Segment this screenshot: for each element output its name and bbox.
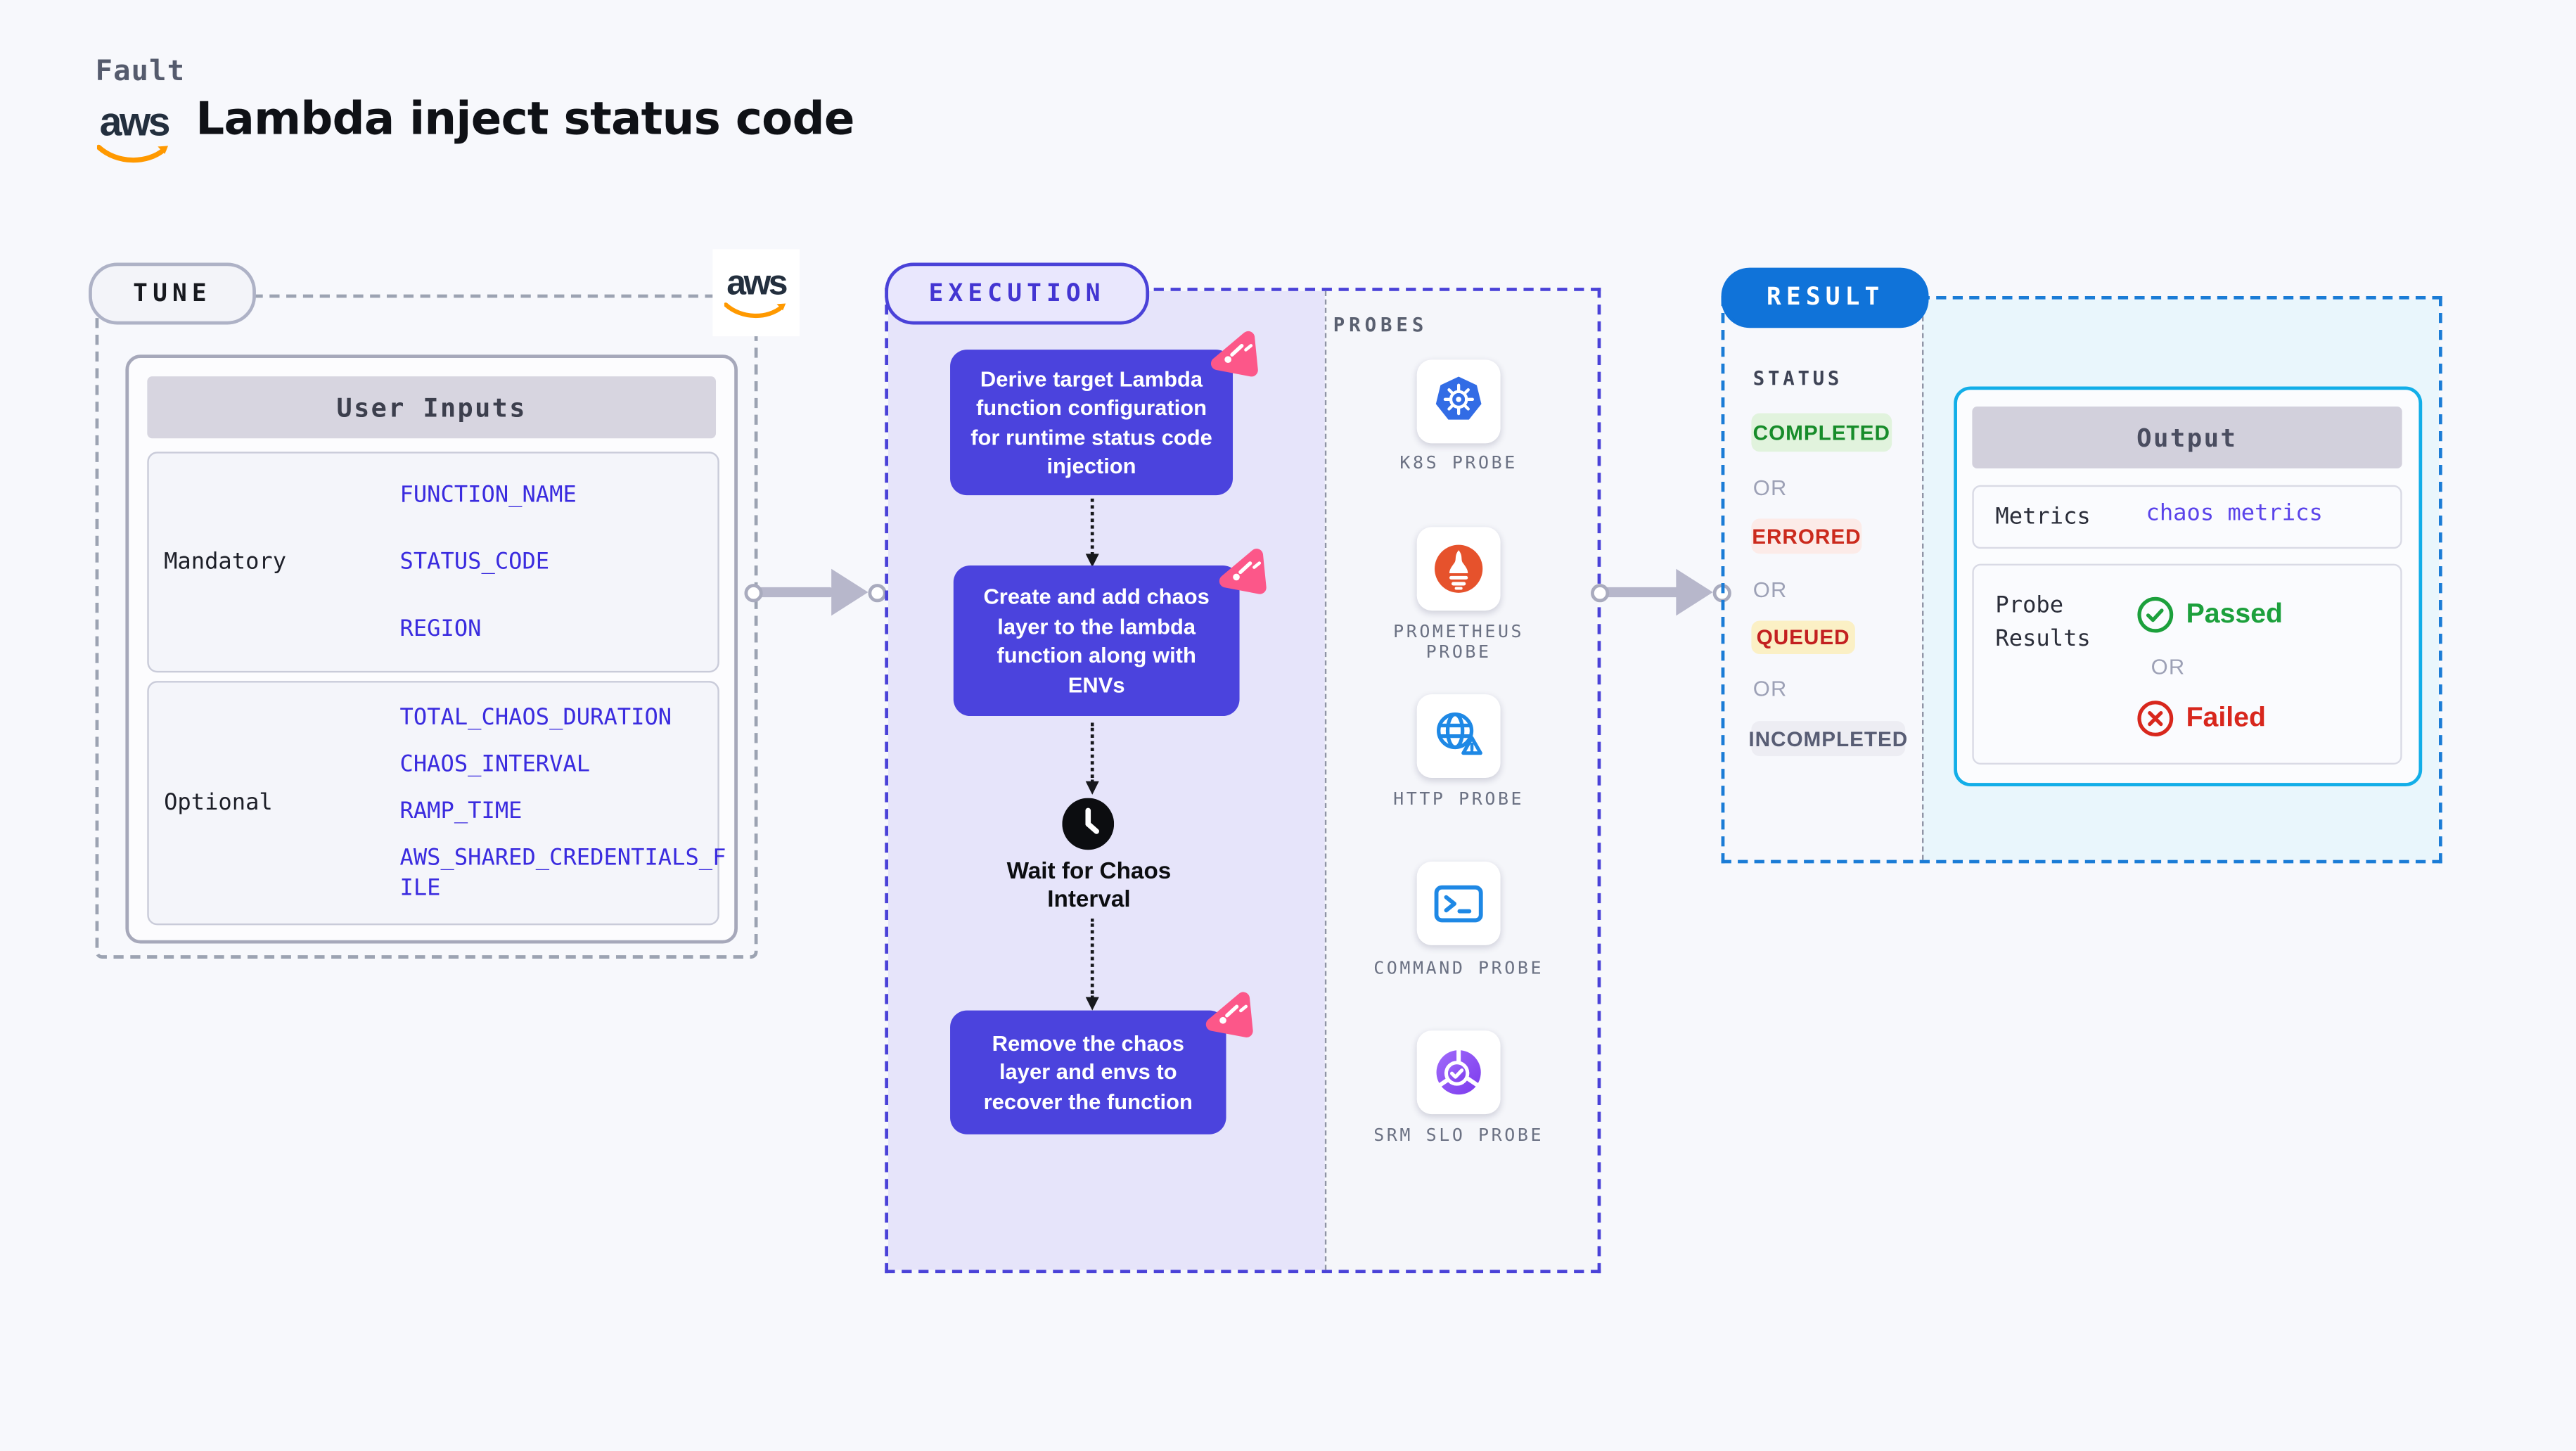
aws-swoosh-icon	[96, 144, 169, 163]
http-icon	[1437, 712, 1482, 755]
aws-logo-header: aws	[92, 103, 176, 165]
step-text: Derive target Lambda function configurat…	[970, 365, 1212, 479]
mandatory-label: Mandatory	[164, 549, 287, 576]
probe-label-command: COMMAND PROBE	[1373, 957, 1544, 978]
probe-results-row: Probe Results Passed OR Failed	[1972, 564, 2402, 765]
env-var: REGION	[399, 615, 482, 643]
or-separator: OR	[1752, 675, 1788, 701]
chaos-ribbon-icon	[1210, 331, 1258, 377]
badge-label: INCOMPLETED	[1748, 727, 1909, 750]
metrics-value: chaos metrics	[2146, 500, 2323, 528]
check-circle-icon	[2137, 597, 2173, 633]
status-badge-errored: ERRORED	[1751, 518, 1862, 554]
env-var: RAMP_TIME	[399, 798, 523, 825]
probe-label-http: HTTP PROBE	[1393, 789, 1525, 810]
probe-label-srm-slo: SRM SLO PROBE	[1373, 1125, 1544, 1146]
flow-arrow	[1084, 918, 1098, 1011]
optional-label: Optional	[164, 789, 273, 817]
result-pill-label: RESULT	[1767, 284, 1885, 312]
chaos-ribbon-icon	[1219, 549, 1267, 594]
aws-wordmark: aws	[726, 263, 788, 302]
probe-verdict-failed: Failed	[2136, 700, 2266, 739]
k8s-icon	[1435, 376, 1482, 419]
page-title: Lambda inject status code	[196, 94, 854, 146]
aws-wordmark: aws	[99, 100, 171, 146]
or-separator: OR	[1752, 475, 1788, 501]
probe-card-k8s	[1416, 359, 1501, 443]
command-icon	[1434, 886, 1483, 923]
aws-swoosh-icon	[724, 301, 786, 317]
probe-card-http	[1416, 694, 1501, 779]
or-separator: OR	[2151, 654, 2186, 680]
optional-row: Optional TOTAL_CHAOS_DURATION CHAOS_INTE…	[147, 681, 726, 926]
chaos-ribbon-icon	[1205, 992, 1253, 1037]
probe-card-prometheus	[1416, 526, 1501, 611]
env-var: AWS_SHARED_CREDENTIALS_FILE	[399, 845, 726, 902]
or-separator: OR	[1752, 577, 1788, 603]
probe-card-command	[1416, 862, 1501, 946]
tune-section	[94, 294, 757, 959]
execution-pill: EXECUTION	[885, 262, 1150, 325]
arrow-execution-to-result	[1591, 565, 1733, 619]
step-text: Remove the chaos layer and envs to recov…	[983, 1030, 1193, 1114]
failed-label: Failed	[2186, 703, 2266, 734]
fault-eyebrow: Fault	[95, 55, 186, 89]
status-badge-queued: QUEUED	[1751, 620, 1855, 655]
aws-logo-tune: aws	[712, 249, 800, 337]
metrics-row: Metrics chaos metrics	[1972, 485, 2402, 549]
mandatory-row: Mandatory FUNCTION_NAME STATUS_CODE REGI…	[147, 452, 719, 673]
execution-pill-label: EXECUTION	[928, 280, 1106, 307]
status-badge-incompleted: INCOMPLETED	[1748, 721, 1909, 757]
status-badge-completed: COMPLETED	[1751, 413, 1892, 452]
env-var: FUNCTION_NAME	[399, 482, 577, 509]
env-var: CHAOS_INTERVAL	[399, 750, 591, 779]
probe-label-prometheus: PROMETHEUS PROBE	[1393, 622, 1525, 662]
wait-for-chaos-label: Wait for Chaos Interval	[1006, 856, 1172, 912]
tune-pill-label: TUNE	[133, 280, 212, 307]
tune-pill: TUNE	[89, 262, 256, 325]
user-inputs-card: User Inputs Mandatory FUNCTION_NAME STAT…	[125, 354, 738, 944]
probe-verdict-passed: Passed	[2136, 596, 2283, 634]
srm-slo-icon	[1436, 1047, 1481, 1094]
step-derive-config: Derive target Lambda function configurat…	[950, 350, 1233, 496]
status-title: STATUS	[1752, 366, 1843, 390]
probe-results-label: Probe Results	[1995, 592, 2091, 653]
clock-icon	[1062, 798, 1115, 850]
arrow-tune-to-execution	[744, 565, 887, 619]
env-var: STATUS_CODE	[399, 549, 550, 576]
user-inputs-header: User Inputs	[147, 376, 717, 439]
result-pill: RESULT	[1722, 267, 1930, 328]
badge-label: QUEUED	[1756, 625, 1850, 649]
flow-arrow	[1084, 722, 1098, 795]
passed-label: Passed	[2186, 599, 2283, 629]
badge-label: COMPLETED	[1752, 421, 1890, 445]
env-var: TOTAL_CHAOS_DURATION	[399, 704, 672, 731]
badge-label: ERRORED	[1752, 524, 1861, 548]
step-add-chaos-layer: Create and add chaos layer to the lambda…	[953, 565, 1240, 717]
output-card: Output Metrics chaos metrics Probe Resul…	[1953, 386, 2422, 786]
step-remove-chaos-layer: Remove the chaos layer and envs to recov…	[950, 1010, 1226, 1134]
prometheus-icon	[1435, 544, 1483, 593]
metrics-label: Metrics	[1995, 504, 2091, 531]
probe-label-k8s: K8S PROBE	[1399, 453, 1518, 474]
x-circle-icon	[2137, 701, 2173, 737]
flow-arrow	[1084, 498, 1098, 568]
output-header: Output	[1972, 407, 2402, 469]
probes-title: PROBES	[1333, 312, 1428, 337]
probe-card-srm-slo	[1416, 1030, 1501, 1114]
step-text: Create and add chaos layer to the lambda…	[983, 584, 1210, 697]
